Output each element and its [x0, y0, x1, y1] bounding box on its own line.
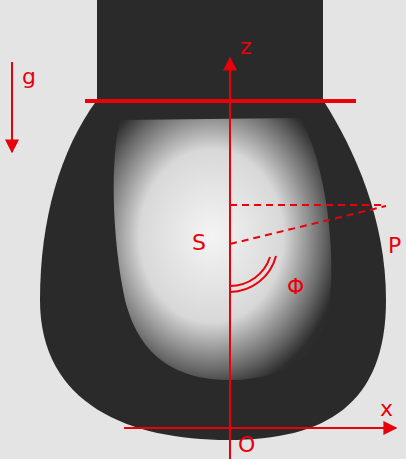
axis-label: z [240, 36, 252, 58]
angle-label: Φ [287, 276, 304, 298]
gravity-label: g [22, 66, 36, 88]
point-label: P [388, 235, 401, 257]
point-label: S [192, 232, 206, 254]
axis-label: x [380, 398, 393, 420]
origin-label: O [238, 434, 255, 456]
